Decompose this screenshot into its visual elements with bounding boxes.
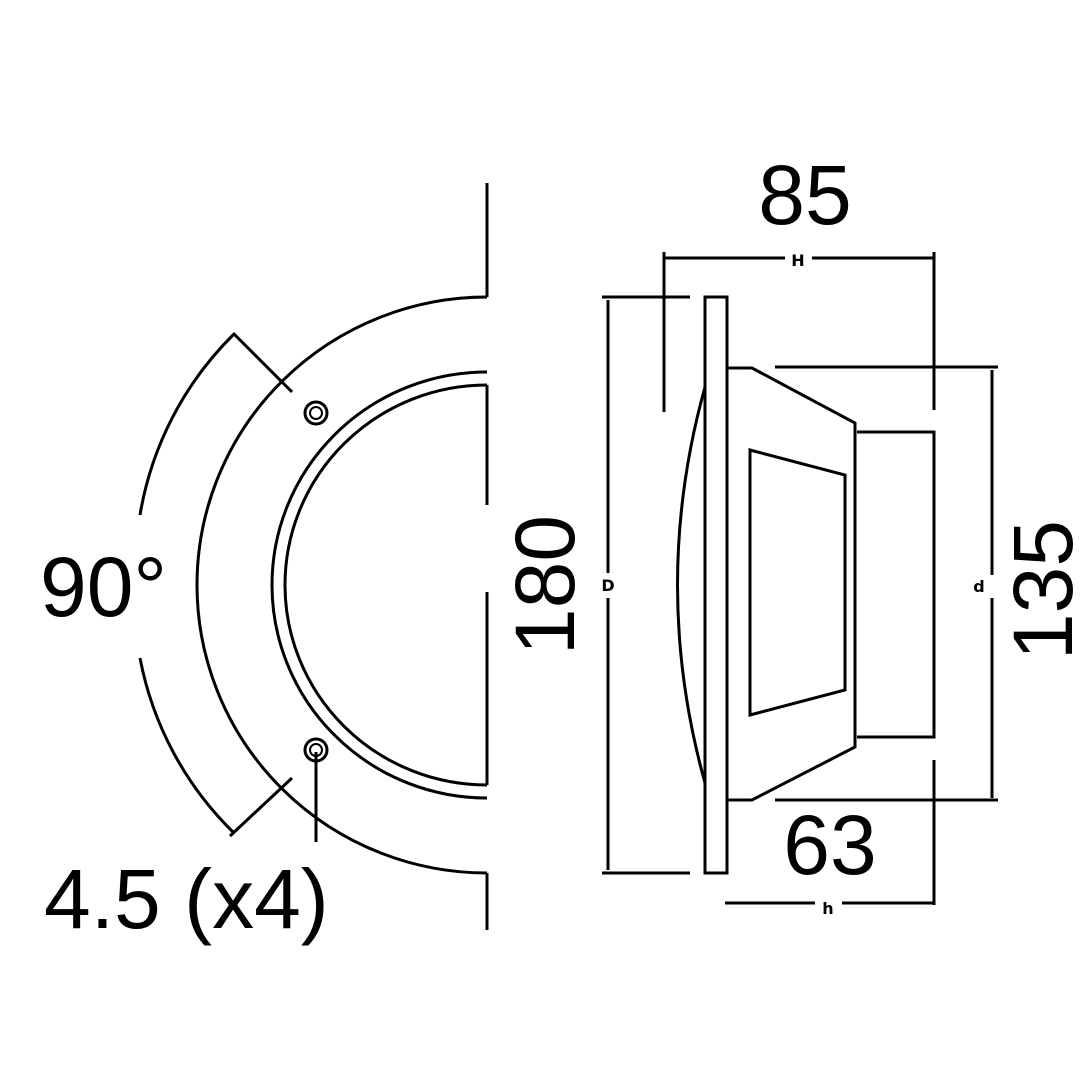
- cutout-diameter-label: 135: [996, 520, 1080, 660]
- body-depth-label: 63: [783, 798, 876, 892]
- angle-extension-lines: [228, 331, 294, 838]
- d-extension-lines: [775, 365, 998, 802]
- D-extension-lines: [602, 295, 690, 875]
- opening-arc: [283, 383, 488, 787]
- magnet-block: [857, 430, 936, 739]
- angle-arc: [138, 333, 235, 834]
- outer-diameter-label: 180: [498, 515, 592, 655]
- h-letter: h: [822, 899, 833, 918]
- D-letter: D: [601, 576, 614, 595]
- flange: [703, 295, 729, 875]
- mounting-hole-top: [303, 400, 329, 426]
- front-view: 90° 4.5 (x4) 180: [40, 183, 592, 946]
- inner-ring-arc: [270, 370, 488, 800]
- lens-curve: [676, 386, 707, 784]
- basket-outline: [727, 366, 857, 802]
- hole-label: 4.5 (x4): [44, 852, 329, 946]
- side-view: 85 H D d 135 63 h: [601, 148, 1080, 918]
- basket-window: [748, 448, 847, 717]
- total-depth-label: 85: [758, 148, 851, 242]
- H-letter: H: [791, 251, 804, 270]
- d-letter: d: [973, 577, 984, 596]
- angle-label: 90°: [40, 540, 167, 634]
- outer-flange-arc: [195, 295, 488, 875]
